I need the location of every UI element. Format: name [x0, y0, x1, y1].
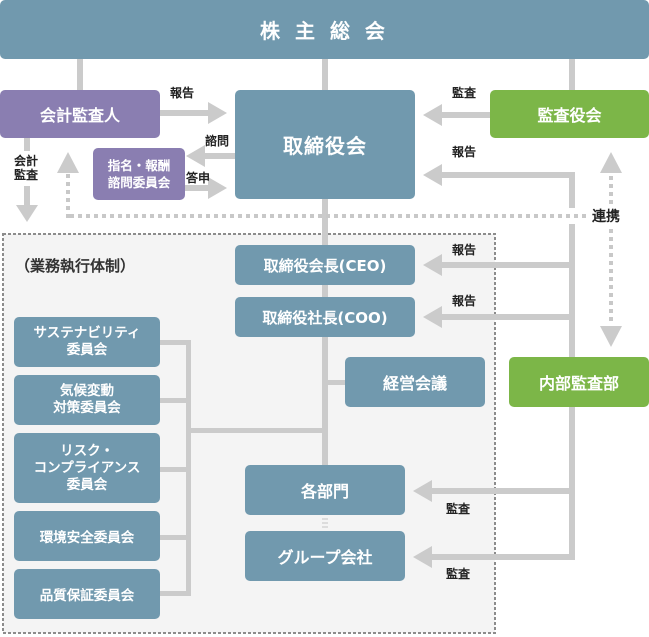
management-meeting-box: 経営会議 [345, 357, 485, 407]
arrow-internal-to-ceo [423, 254, 442, 276]
group-companies-box: グループ会社 [245, 531, 405, 581]
arrow-reply [208, 177, 227, 199]
departments-label: 各部門 [300, 482, 349, 501]
committee-line: 気候変動 [60, 383, 114, 399]
connector-auditor-audit-top [24, 138, 30, 151]
committee-climate-change: 気候変動 対策委員会 [14, 375, 160, 425]
group-companies-label: グループ会社 [277, 548, 373, 567]
committee-sustainability: サステナビリティ 委員会 [14, 317, 160, 367]
shareholders-meeting-label: 株 主 総 会 [260, 19, 389, 43]
label-internal-to-ceo: 報告 [452, 243, 477, 257]
connector-reply [185, 185, 209, 191]
board-of-directors-box: 取締役会 [235, 90, 415, 199]
connector-consultation [204, 153, 235, 159]
connector-internal-to-ceo [441, 262, 575, 268]
connector-audit-board-audit [441, 112, 490, 118]
connector-shareholders-board [322, 59, 328, 90]
label-internal-to-group: 監査 [446, 567, 471, 581]
committee-line: 委員会 [66, 476, 108, 493]
arrow-internal-to-departments [413, 480, 432, 502]
internal-audit-label: 内部監査部 [538, 374, 619, 393]
board-of-directors-label: 取締役会 [283, 134, 367, 158]
arrow-internal-to-coo [423, 306, 442, 328]
connector-auditor-report [160, 110, 209, 116]
nomination-committee-line-1: 指名・報酬 [107, 158, 171, 173]
connector-management-meeting [326, 380, 346, 385]
committee-line: 対策委員会 [53, 400, 121, 416]
coo-box: 取締役社長(COO) [235, 297, 415, 337]
connector-committees-to-trunk [186, 428, 325, 433]
arrow-auditor-coordination-up [57, 152, 79, 173]
label-internal-to-departments: 監査 [446, 502, 471, 516]
accounting-auditor-box: 会計監査人 [0, 90, 160, 138]
connector-internal-to-departments [431, 488, 575, 494]
committee-line: リスク・ [60, 442, 114, 459]
label-coordination: 連携 [592, 209, 620, 225]
arrow-internal-to-group [413, 546, 432, 568]
connector-internal-trunk-upper [569, 172, 575, 208]
arrow-auditor-report [208, 102, 227, 124]
arrow-coordination-down [600, 326, 622, 347]
management-meeting-label: 経営会議 [382, 374, 447, 393]
label-internal-to-coo: 報告 [452, 294, 477, 308]
coo-label: 取締役社長(COO) [262, 308, 388, 327]
arrow-audit-board-audit [423, 104, 442, 126]
arrow-consultation [186, 145, 205, 167]
committee-risk-compliance: リスク・ コンプライアンス 委員会 [14, 433, 160, 503]
ceo-label: 取締役会長(CEO) [263, 256, 387, 275]
connector-internal-to-coo [441, 314, 575, 320]
label-internal-to-board: 報告 [452, 145, 477, 159]
connector-committee-quality [160, 591, 190, 596]
label-auditor-audit-line-1: 会計 [14, 154, 39, 168]
committee-environment-safety: 環境安全委員会 [14, 511, 160, 561]
committee-line: サステナビリティ [33, 325, 141, 341]
shareholders-meeting-box: 株 主 総 会 [0, 0, 649, 59]
label-audit-board-audit: 監査 [452, 86, 477, 100]
nomination-committee-line-2: 諮問委員会 [107, 175, 171, 190]
connector-shareholders-auditor [77, 59, 83, 90]
arrow-coordination-up [600, 152, 622, 173]
connector-internal-to-group [431, 554, 575, 560]
connector-shareholders-audit-board [569, 59, 575, 90]
label-auditor-report: 報告 [170, 86, 195, 100]
committee-line: コンプライアンス [33, 459, 141, 476]
connector-committee-risk [160, 467, 190, 472]
accounting-auditor-label: 会計監査人 [39, 106, 120, 125]
connector-auditor-audit-bottom [24, 186, 30, 206]
committee-line: 品質保証委員会 [39, 588, 135, 604]
arrow-auditor-audit [16, 205, 38, 222]
audit-board-box: 監査役会 [490, 90, 649, 138]
ceo-box: 取締役会長(CEO) [235, 245, 415, 285]
label-auditor-audit-line-2: 監査 [14, 168, 39, 182]
committee-line: 委員会 [66, 342, 108, 358]
connector-committee-environment [160, 535, 190, 540]
nomination-compensation-committee-box: 指名・報酬 諮問委員会 [93, 148, 185, 200]
committee-line: 環境安全委員会 [39, 530, 135, 546]
arrow-internal-to-board [423, 164, 442, 186]
committee-quality-assurance: 品質保証委員会 [14, 569, 160, 619]
audit-board-label: 監査役会 [537, 106, 602, 125]
execution-section-label: （業務執行体制） [15, 257, 136, 275]
connector-committee-climate [160, 398, 190, 403]
label-reply: 答申 [186, 171, 211, 185]
departments-box: 各部門 [245, 465, 405, 515]
connector-committee-sustainability [160, 340, 190, 345]
label-consultation: 諮問 [205, 134, 230, 148]
label-auditor-audit: 会計 監査 [14, 154, 38, 182]
internal-audit-box: 内部監査部 [509, 357, 649, 407]
connector-internal-to-board [441, 172, 575, 178]
